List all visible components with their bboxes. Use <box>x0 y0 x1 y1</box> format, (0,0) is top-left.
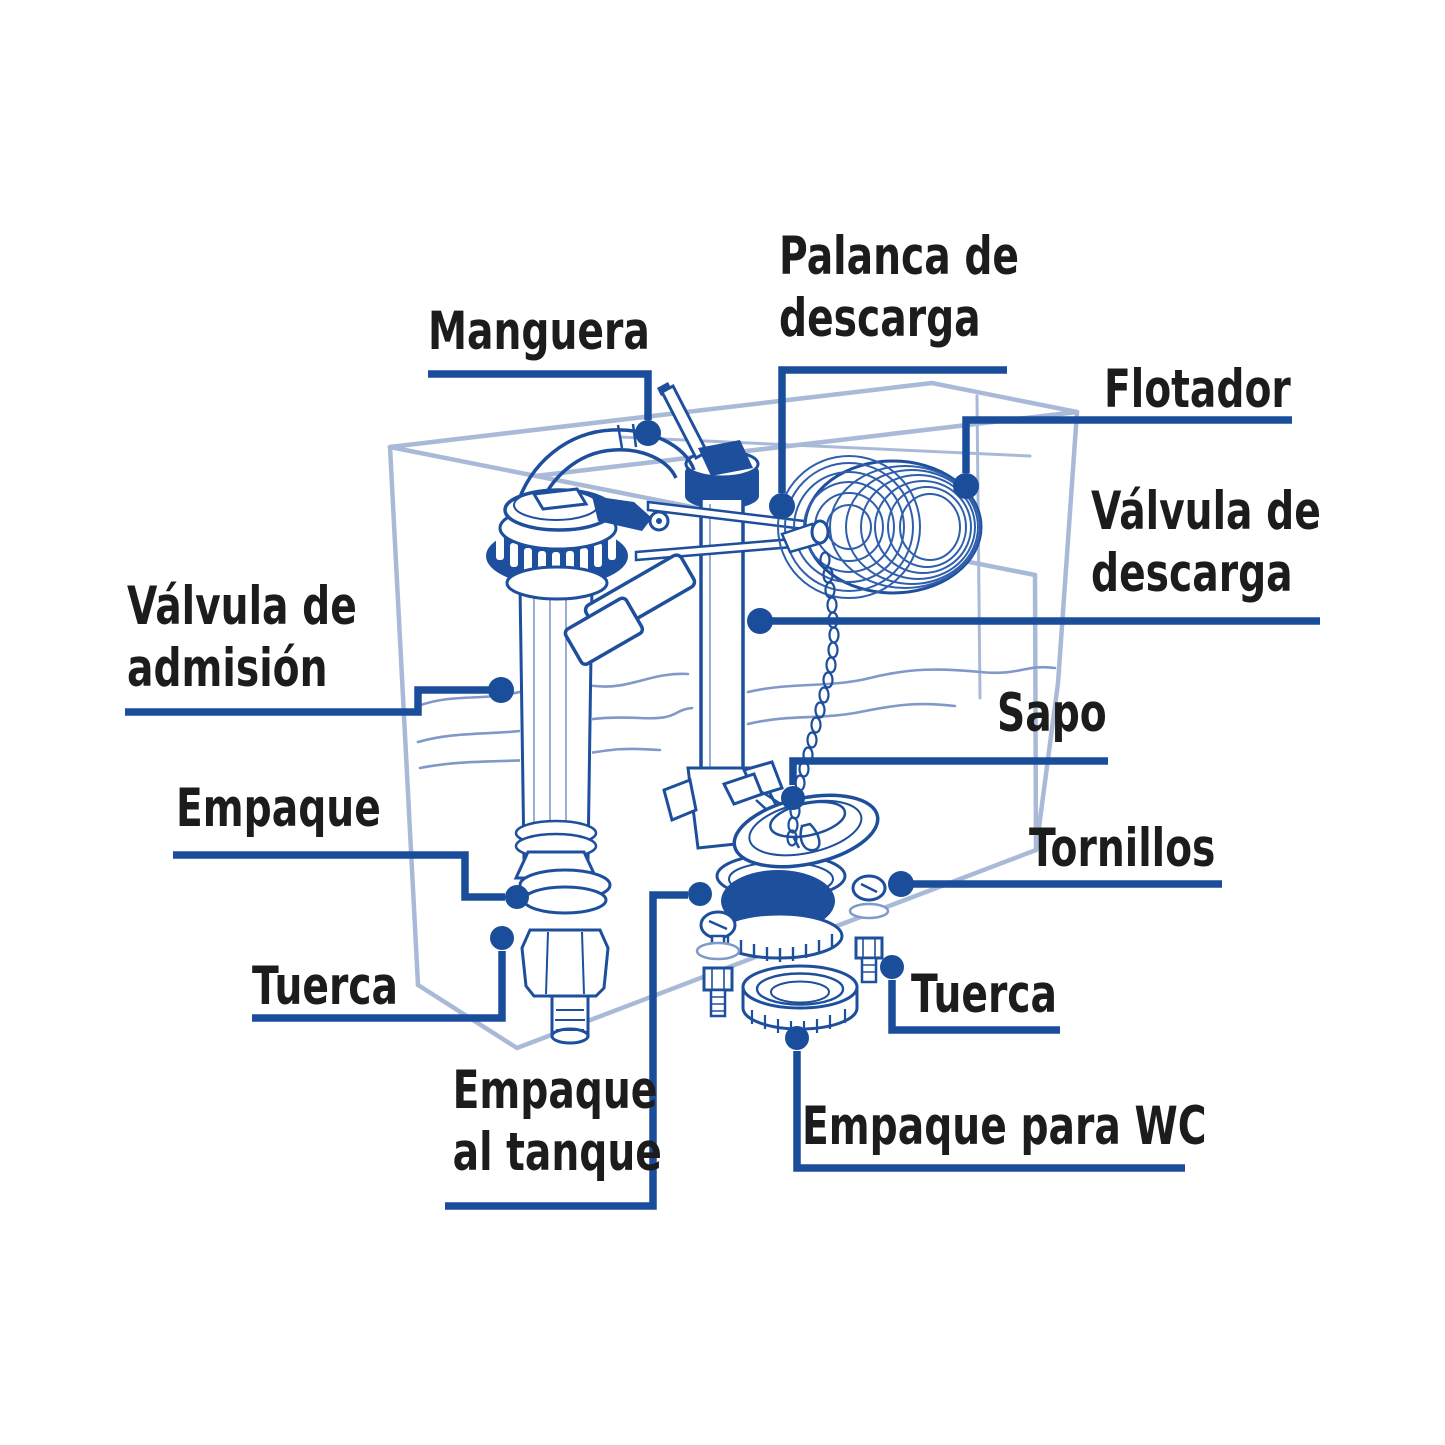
callout-tuerca-derecha <box>880 955 1060 1034</box>
refill-hose <box>514 423 696 517</box>
callout-empaque <box>173 851 529 909</box>
label-valvula-de-admision: Válvula de admisión <box>127 576 357 699</box>
callout-valvula-de-admision <box>125 677 514 716</box>
label-tuerca-izquierda: Tuerca <box>252 956 399 1017</box>
callout-tuerca-izquierda <box>252 926 514 1022</box>
bolt-right <box>848 874 890 984</box>
label-manguera: Manguera <box>428 301 650 362</box>
fill-valve-cap <box>486 487 670 601</box>
callout-palanca-de-descarga <box>769 366 1007 519</box>
float-rod-clevis <box>780 519 830 554</box>
callouts <box>125 366 1320 1210</box>
label-tornillos: Tornillos <box>1029 818 1216 879</box>
callout-sapo <box>781 757 1108 810</box>
fill-valve-arm-paddle <box>563 553 697 666</box>
callout-flotador <box>953 416 1292 499</box>
water-level-lines <box>416 665 1057 770</box>
flush-handle-lever <box>657 382 753 476</box>
fill-valve-lock-nut <box>520 928 610 998</box>
label-sapo: Sapo <box>997 683 1107 744</box>
callout-tornillos <box>888 871 1222 897</box>
label-empaque: Empaque <box>176 778 381 839</box>
label-valvula-de-descarga: Válvula de descarga <box>1091 481 1321 604</box>
label-empaque-al-tanque: Empaque al tanque <box>452 1060 662 1183</box>
label-empaque-para-wc: Empaque para WC <box>802 1096 1207 1157</box>
tank-to-bowl-gasket <box>714 870 844 962</box>
callout-manguera <box>428 370 661 446</box>
bolt-left <box>695 910 741 1018</box>
label-tuerca-derecha: Tuerca <box>911 964 1058 1025</box>
callout-empaque-para-wc <box>785 1026 1185 1172</box>
label-palanca-de-descarga: Palanca de descarga <box>779 226 1020 349</box>
fill-valve <box>513 584 612 1045</box>
callout-valvula-de-descarga <box>747 608 1320 634</box>
wc-gasket-ring <box>741 964 859 1035</box>
label-flotador: Flotador <box>1104 359 1291 420</box>
callout-empaque-al-tanque <box>445 882 712 1210</box>
